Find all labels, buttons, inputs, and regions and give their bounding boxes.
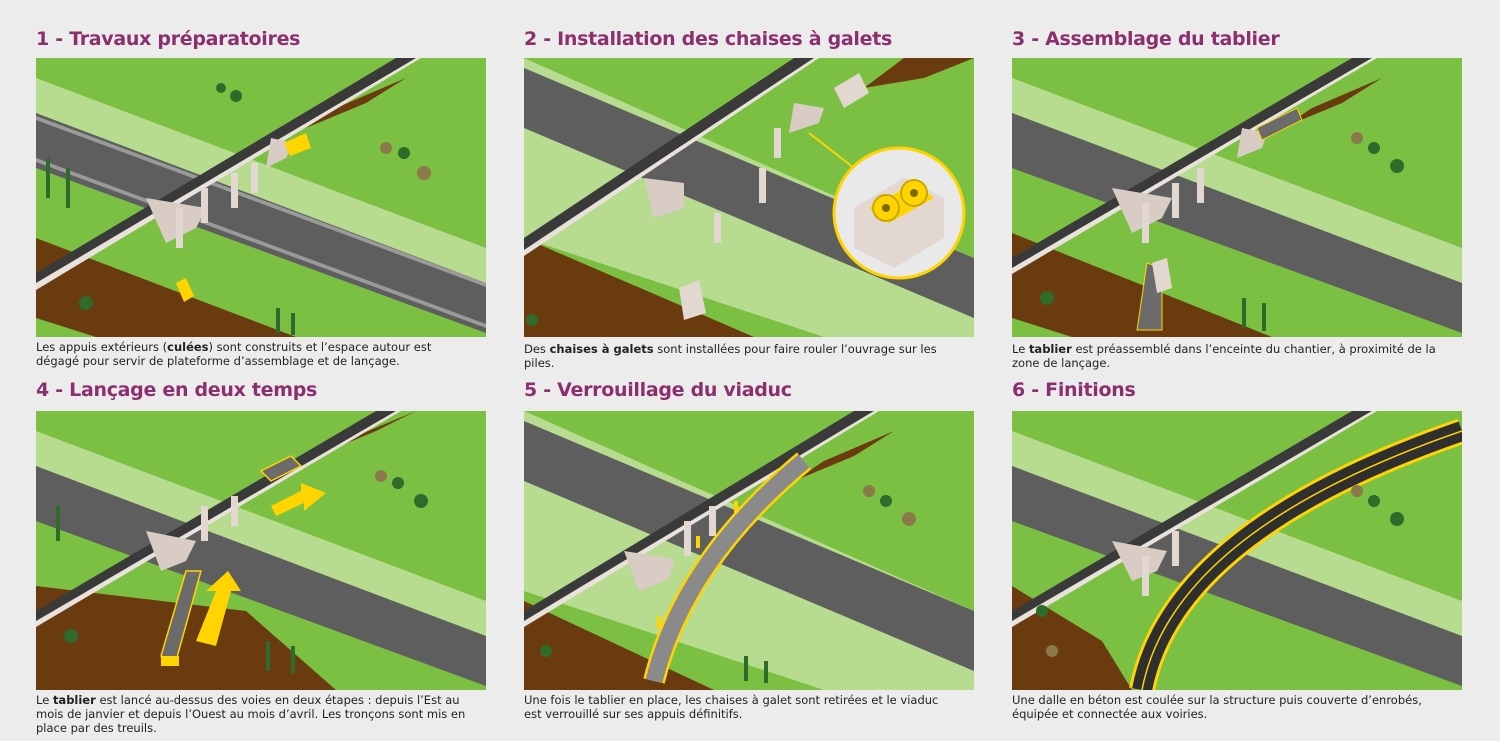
step-caption: Les appuis extérieurs (culées) sont cons… xyxy=(36,340,432,368)
step-illustration xyxy=(36,58,486,337)
construction-scene xyxy=(36,411,486,690)
step-illustration xyxy=(524,411,974,690)
step-title: 3 - Assemblage du tablier xyxy=(1012,28,1280,50)
step-illustration xyxy=(524,58,974,337)
construction-scene xyxy=(524,411,974,690)
step-title: 5 - Verrouillage du viaduc xyxy=(524,379,792,401)
step-caption: Le tablier est préassemblé dans l’encein… xyxy=(1012,342,1436,370)
step-illustration xyxy=(1012,411,1462,690)
step-title: 6 - Finitions xyxy=(1012,379,1136,401)
step-title: 2 - Installation des chaises à galets xyxy=(524,28,892,50)
step-caption: Une dalle en béton est coulée sur la str… xyxy=(1012,693,1422,721)
construction-scene xyxy=(1012,411,1462,690)
step-illustration xyxy=(36,411,486,690)
construction-scene xyxy=(36,58,486,337)
construction-scene xyxy=(1012,58,1462,337)
step-illustration xyxy=(1012,58,1462,337)
step-caption: Des chaises à galets sont installées pou… xyxy=(524,342,937,370)
step-caption: Le tablier est lancé au-dessus des voies… xyxy=(36,693,466,735)
construction-scene xyxy=(524,58,974,337)
step-caption: Une fois le tablier en place, les chaise… xyxy=(524,693,939,721)
step-title: 4 - Lançage en deux temps xyxy=(36,379,318,401)
step-title: 1 - Travaux préparatoires xyxy=(36,28,301,50)
